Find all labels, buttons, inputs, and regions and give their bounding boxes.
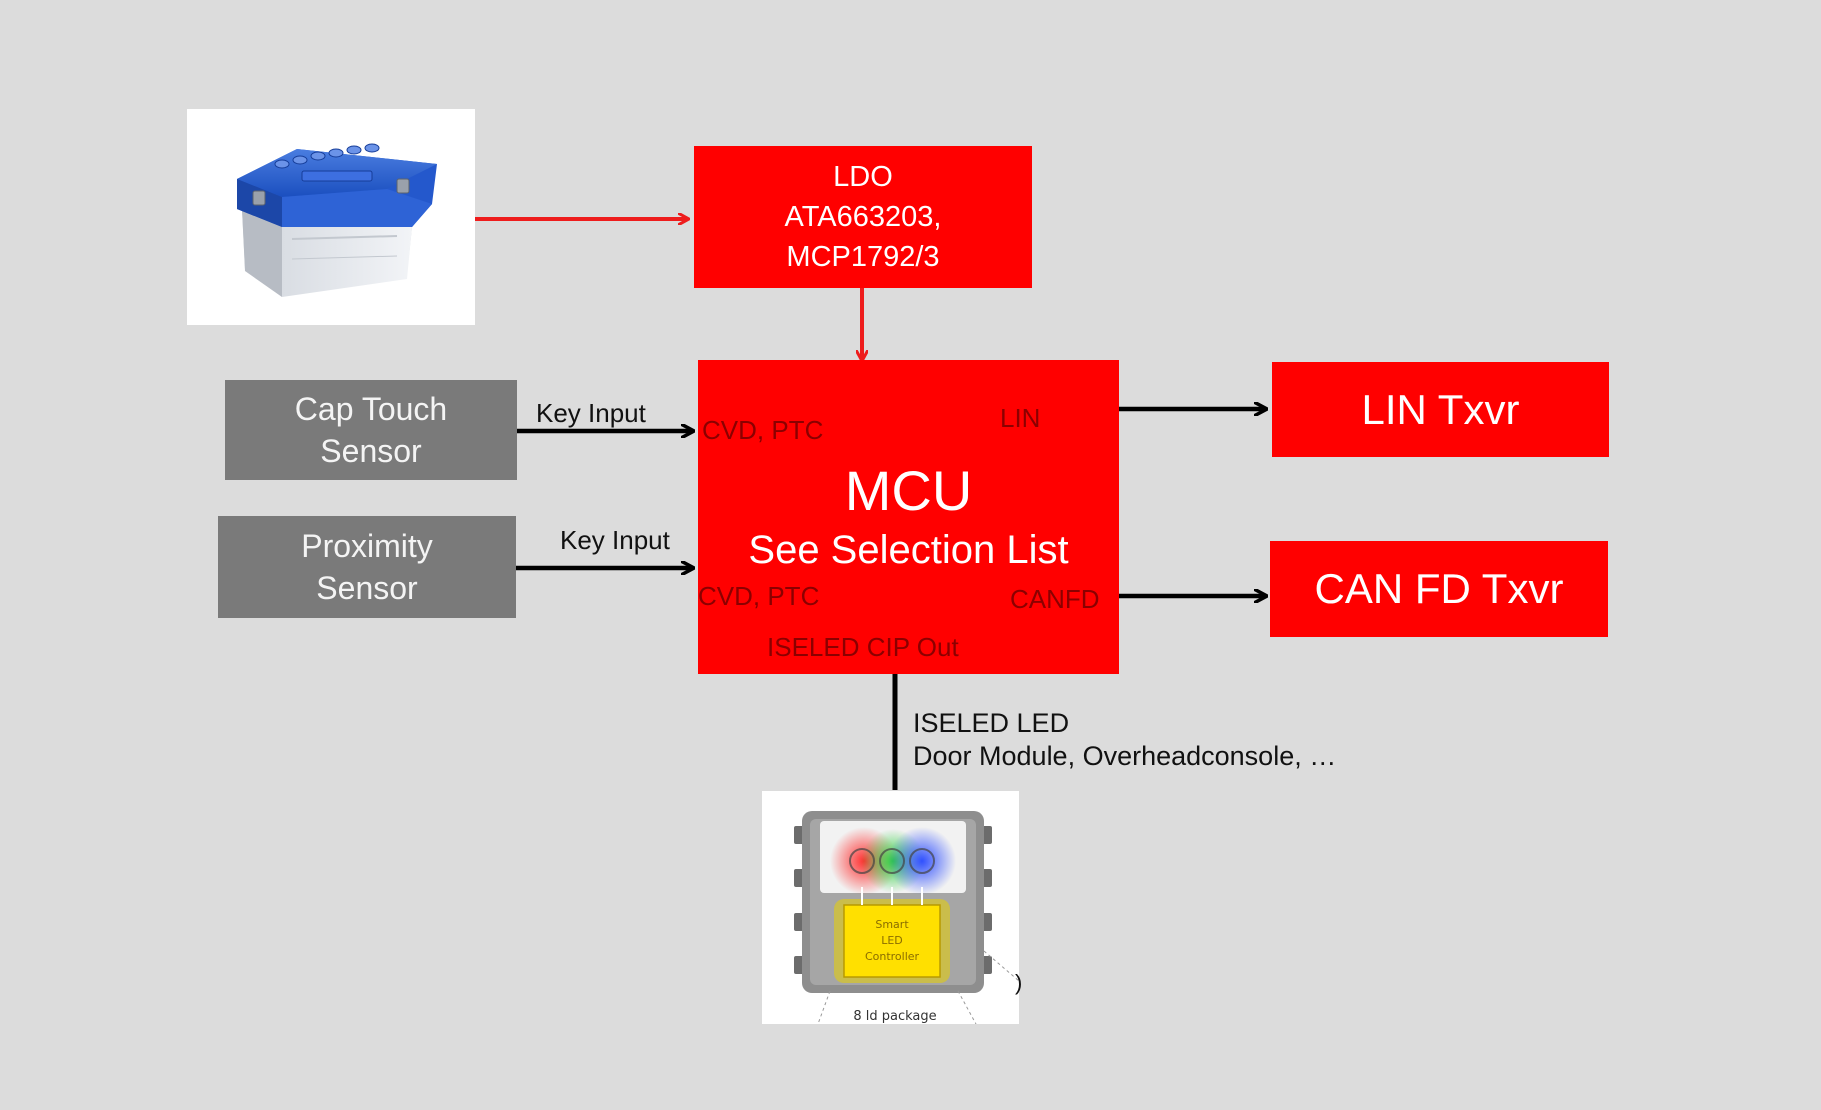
cap-touch-arrow-label: Key Input bbox=[536, 398, 646, 428]
ldo-block: LDO ATA663203, MCP1792/3 bbox=[694, 146, 1032, 288]
cap-touch-label-1: Cap Touch bbox=[294, 391, 448, 427]
mcu-title: MCU bbox=[844, 459, 973, 522]
chip-label-line-3: Controller bbox=[865, 950, 920, 963]
mcu-port-top-left: CVD, PTC bbox=[702, 415, 824, 445]
car-battery-icon bbox=[237, 143, 437, 297]
mcu-port-bottom-left: CVD, PTC bbox=[698, 581, 820, 611]
ldo-part-1: ATA663203, bbox=[784, 201, 942, 233]
package-edge-mark: ) bbox=[1015, 970, 1023, 995]
mcu-subtitle: See Selection List bbox=[748, 528, 1069, 572]
ldo-part-2: MCP1792/3 bbox=[786, 241, 940, 273]
mcu-port-bottom: ISELED CIP Out bbox=[767, 632, 959, 662]
proximity-arrow-label: Key Input bbox=[560, 525, 670, 555]
iseled-package-image: Smart LED Controller 8 ld package bbox=[762, 791, 1019, 1024]
smart-led-package-icon: Smart LED Controller 8 ld package bbox=[794, 811, 1019, 1024]
canfd-txvr-block: CAN FD Txvr bbox=[1270, 541, 1608, 637]
mcu-port-top-right: LIN bbox=[1000, 403, 1041, 433]
cap-touch-label-2: Sensor bbox=[320, 433, 422, 469]
proximity-label-1: Proximity bbox=[301, 528, 433, 564]
lin-txvr-block: LIN Txvr bbox=[1272, 362, 1609, 457]
battery-image bbox=[187, 109, 475, 325]
package-caption: 8 ld package bbox=[853, 1009, 936, 1024]
canfd-txvr-label: CAN FD Txvr bbox=[1314, 565, 1564, 612]
iseled-applications-label: Door Module, Overheadconsole, … bbox=[913, 741, 1337, 771]
lin-txvr-label: LIN Txvr bbox=[1361, 385, 1520, 433]
proximity-sensor-block: Proximity Sensor bbox=[218, 516, 516, 618]
chip-label-line-1: Smart bbox=[875, 918, 909, 931]
proximity-label-2: Sensor bbox=[316, 570, 418, 606]
ldo-title: LDO bbox=[833, 161, 893, 193]
iseled-label: ISELED LED bbox=[913, 708, 1070, 738]
mcu-block: CVD, PTC LIN MCU See Selection List CVD,… bbox=[698, 360, 1119, 674]
mcu-port-bottom-right: CANFD bbox=[1010, 584, 1100, 614]
chip-label-line-2: LED bbox=[881, 934, 903, 947]
cap-touch-sensor-block: Cap Touch Sensor bbox=[225, 380, 517, 480]
